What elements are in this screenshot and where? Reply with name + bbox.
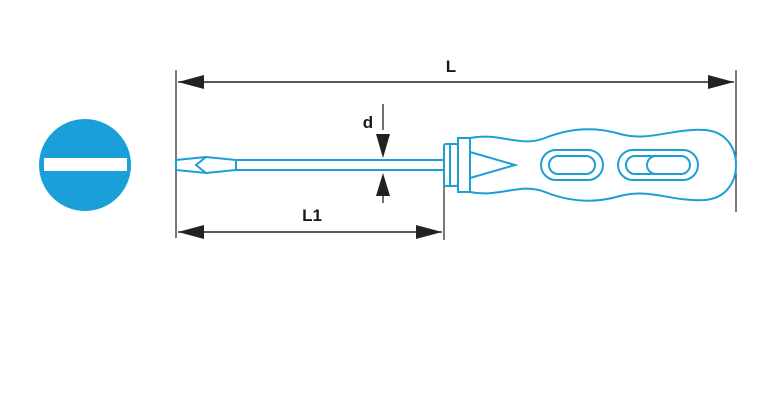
slotted-screwdriver-tip-icon bbox=[39, 119, 131, 211]
arrowhead-down bbox=[376, 134, 390, 158]
blade-length-dimension: L1 bbox=[178, 206, 442, 239]
grip-window-2 bbox=[617, 149, 699, 181]
arrowhead-left bbox=[178, 75, 204, 89]
overall-length-label: L bbox=[446, 57, 456, 76]
overall-length-dimension: L bbox=[178, 57, 734, 89]
arrowhead-up bbox=[376, 173, 390, 196]
blade-tip bbox=[175, 155, 237, 175]
diameter-dimension: d bbox=[363, 104, 390, 203]
screwdriver-drawing bbox=[175, 128, 738, 202]
arrowhead-right bbox=[416, 225, 442, 239]
grip-window-1 bbox=[540, 149, 604, 181]
diameter-label: d bbox=[363, 113, 373, 132]
blade-length-label: L1 bbox=[302, 206, 322, 225]
extension-lines bbox=[175, 70, 737, 240]
handle-body bbox=[469, 128, 738, 202]
arrowhead-right bbox=[708, 75, 734, 89]
arrowhead-left bbox=[178, 225, 204, 239]
